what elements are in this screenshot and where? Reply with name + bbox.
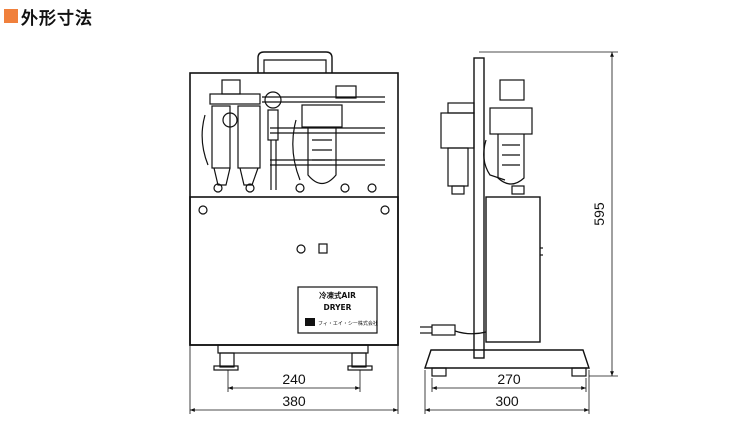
heading-marker-icon — [4, 9, 18, 23]
dim-side-overall-depth: 300 — [495, 393, 519, 409]
side-view — [420, 57, 590, 377]
section-heading: 外形寸法 — [4, 4, 93, 29]
nameplate-maker: フィ・エイ・シー株式会社 — [318, 320, 378, 327]
nameplate — [297, 286, 378, 334]
dim-side-inner-depth: 270 — [497, 371, 521, 387]
dim-front-overall-width: 380 — [282, 393, 306, 409]
dim-overall-height: 595 — [591, 202, 607, 226]
nameplate-line1: 冷凍式AIR — [319, 290, 356, 300]
front-view — [189, 51, 399, 371]
power-lamp — [296, 244, 306, 254]
side-cabinet — [485, 196, 541, 343]
dim-front-inner-width: 240 — [282, 371, 306, 387]
power-switch — [318, 243, 328, 254]
side-frame-pole — [473, 57, 485, 359]
nameplate-line2: DRYER — [324, 303, 352, 312]
dimension-lines — [189, 51, 618, 414]
front-back-panel — [189, 72, 399, 346]
side-base — [424, 349, 590, 369]
power-cord — [454, 330, 487, 335]
heading-title: 外形寸法 — [21, 8, 93, 29]
front-handle — [257, 51, 333, 73]
